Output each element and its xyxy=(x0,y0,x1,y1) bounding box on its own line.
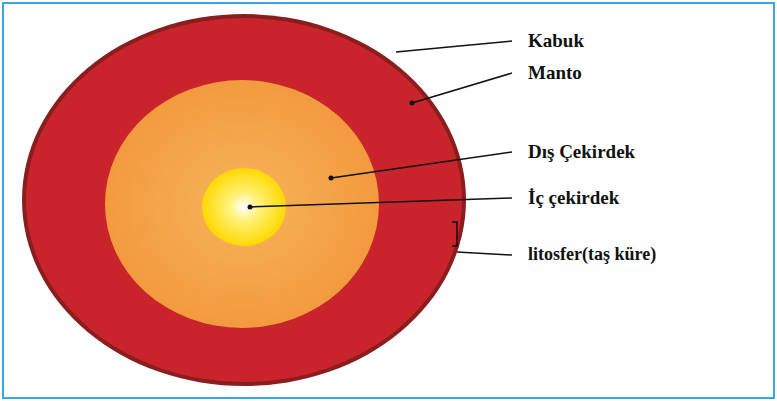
bracket xyxy=(452,222,457,246)
mantle xyxy=(26,18,462,382)
leader-lines xyxy=(250,41,512,255)
leader-dot xyxy=(410,101,415,106)
leader-dot xyxy=(248,205,253,210)
leader-dot xyxy=(329,176,334,181)
layer-label: Manto xyxy=(528,63,582,84)
inner-core xyxy=(202,168,286,246)
leader-dots xyxy=(248,101,415,210)
layer-label: Kabuk xyxy=(528,31,584,52)
leader-line xyxy=(331,152,512,178)
layer-label: İç çekirdek xyxy=(528,188,619,209)
leader-line xyxy=(250,198,512,207)
frame xyxy=(3,3,774,398)
leader-line xyxy=(412,73,512,103)
layer-label: litosfer(taş küre) xyxy=(528,245,656,265)
crust xyxy=(22,14,466,386)
leader-line xyxy=(457,252,512,255)
leader-line xyxy=(396,41,512,52)
layer-label: Dış Çekirdek xyxy=(528,142,635,163)
